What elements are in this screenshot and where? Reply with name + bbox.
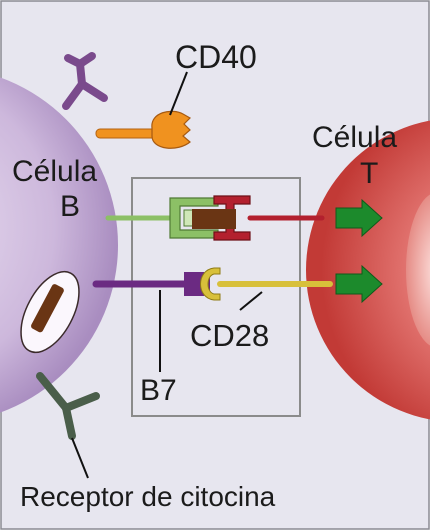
cell-t-label-line1: Célula bbox=[312, 121, 397, 154]
cytokine-receptor-label: Receptor de citocina bbox=[20, 481, 276, 512]
cell-b-label-line1: Célula bbox=[12, 155, 97, 188]
cd28-label: CD28 bbox=[190, 318, 269, 353]
cell-b-label-line2: B bbox=[60, 190, 80, 223]
b7-label: B7 bbox=[140, 374, 177, 407]
cd40-label: CD40 bbox=[175, 39, 257, 75]
cell-t-label-line2: T bbox=[360, 157, 378, 190]
